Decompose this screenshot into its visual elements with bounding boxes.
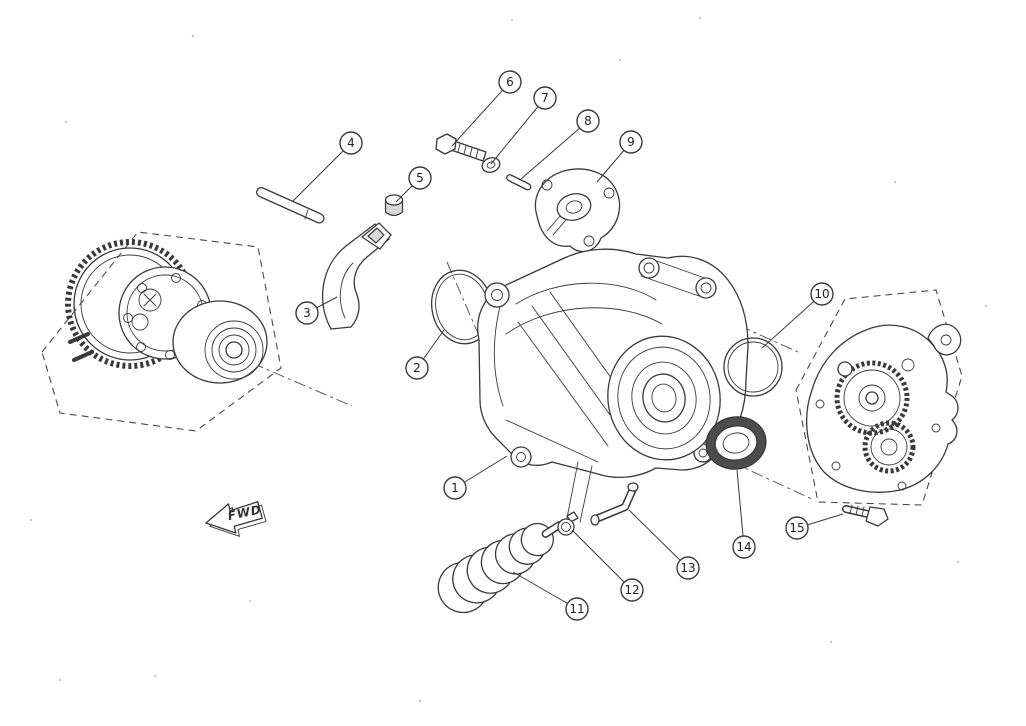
transfer-case-housing [477,248,749,479]
fwd-label: FWD [226,502,263,523]
callout-balloon-14 [732,535,756,559]
callout-number-13: 13 [680,561,695,575]
callout-balloon-6 [498,70,522,94]
breather-tube [590,482,639,526]
callout-number-3: 3 [303,306,311,320]
callout-balloon-8 [576,109,600,133]
rubber-boot [437,521,564,614]
callout-leader-14 [736,469,745,548]
scan-noise [29,16,988,703]
front-differential-assembly [41,231,282,432]
callout-leader-12 [571,529,633,591]
boot-clamp [557,511,579,536]
callout-leader-6 [451,81,511,147]
fwd-arrow: FWD [205,501,267,538]
callout-number-1: 1 [451,481,459,495]
callout-number-12: 12 [624,583,639,597]
callout-number-10: 10 [814,287,829,301]
callout-leader-8 [520,120,589,180]
callout-balloon-4 [339,131,363,155]
callout-balloon-9 [619,130,643,154]
callout-balloon-10 [810,282,834,306]
callout-balloon-12 [620,578,644,602]
callout-balloon-3 [295,301,319,325]
callout-leader-13 [628,509,689,569]
cover-plate [534,168,621,253]
callout-number-2: 2 [413,361,421,375]
callout-balloon-13 [676,556,700,580]
construction-lines [251,261,815,501]
callout-number-14: 14 [736,540,751,554]
callout-number-5: 5 [416,171,424,185]
callout-number-9: 9 [627,135,635,149]
callout-number-8: 8 [584,114,592,128]
bolt [435,133,487,162]
callout-number-6: 6 [506,75,514,89]
oil-seal [705,416,767,470]
callout-number-11: 11 [569,602,584,616]
callout-number-15: 15 [789,521,804,535]
side-cover-gear-assembly [795,289,963,506]
plug-cap [384,194,404,217]
callout-leader-10 [761,293,823,349]
callout-balloon-7 [533,86,557,110]
callout-number-7: 7 [541,91,549,105]
callout-number-4: 4 [347,136,355,150]
callout-balloon-11 [565,597,589,621]
callout-balloon-15 [785,516,809,540]
callout-leader-7 [490,97,546,165]
callout-leader-4 [292,142,352,202]
callout-leader-11 [512,571,578,610]
callout-balloon-1 [443,476,467,500]
o-ring [723,337,783,397]
shift-rod [256,187,325,224]
callout-balloon-5 [408,166,432,190]
callout-balloon-2 [405,356,429,380]
washer [481,157,501,173]
pin [506,174,532,191]
shift-fork [321,222,392,330]
cover-bolt [842,504,889,527]
driveshaft-lines [566,461,593,523]
